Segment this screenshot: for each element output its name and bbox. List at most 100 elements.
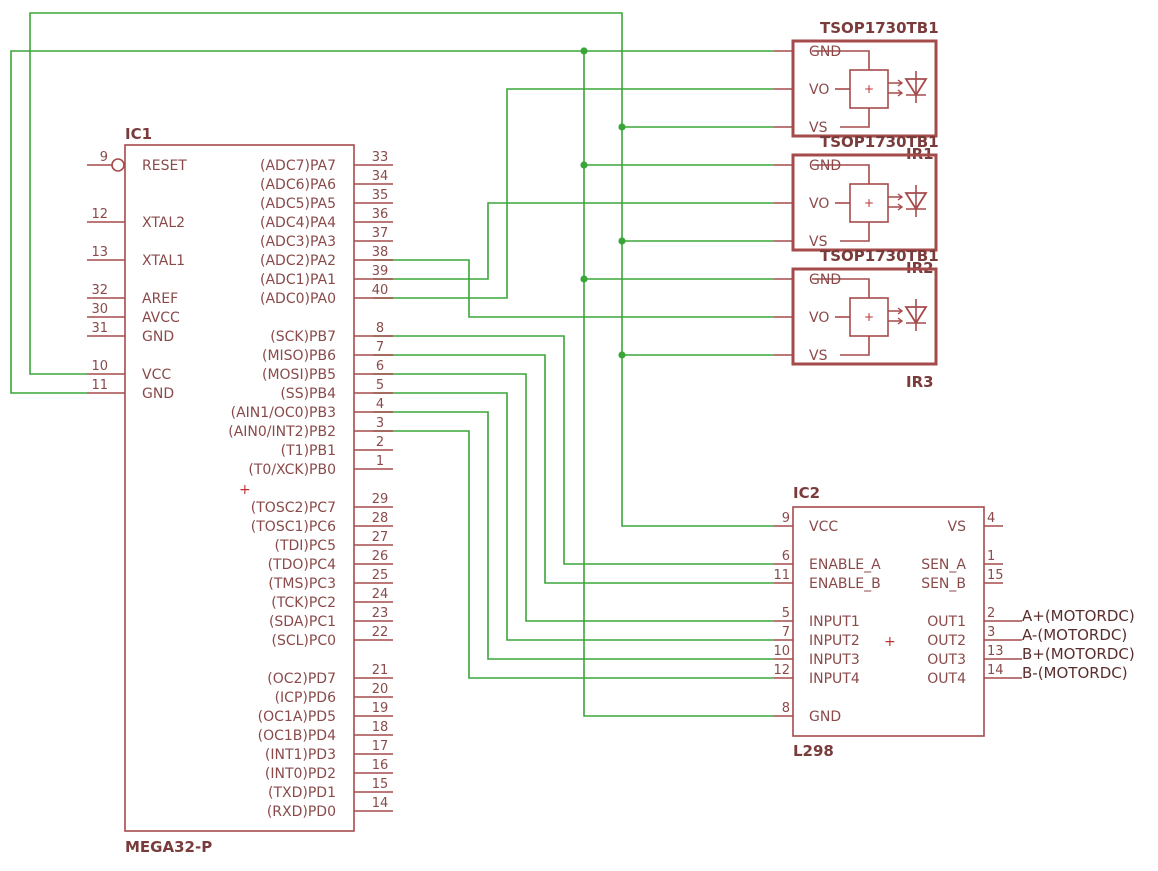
ic1-pin-name: XTAL2 <box>142 215 185 231</box>
ic1-pin-num: 33 <box>372 150 389 165</box>
ic1-pin-num: 25 <box>372 568 389 583</box>
ic1-origin-mark: + <box>239 482 251 498</box>
ic2-origin-mark: + <box>884 634 896 650</box>
ir-sensor-gnd-trace <box>812 50 870 70</box>
ic1-pin-num: 14 <box>372 796 389 811</box>
ic1-pin-name: (TDI)PC5 <box>274 538 336 554</box>
ir-sensor-origin-mark: + <box>864 82 874 96</box>
ic1-pin-name: (AIN0/INT2)PB2 <box>228 424 336 440</box>
ic2-pin-num: 14 <box>987 663 1004 678</box>
ic1-pin-name: (ADC0)PA0 <box>260 291 336 307</box>
ic2-pin-num: 12 <box>773 663 790 678</box>
ic1-pin-num: 8 <box>376 321 384 336</box>
ic1-pin-num: 11 <box>91 378 108 393</box>
ic1-pin-name: (OC1A)PD5 <box>258 709 336 725</box>
ic1-pin-num: 26 <box>372 549 389 564</box>
wires <box>10 12 774 717</box>
ic1-pin-num: 5 <box>376 378 384 393</box>
ir-sensor-vs-trace <box>840 108 870 128</box>
ic1-pin-num: 12 <box>91 207 108 222</box>
light-arrows-icon <box>888 193 904 211</box>
ic1-pin-name: (SDA)PC1 <box>269 614 336 630</box>
wire-pa0-ir1 <box>373 88 774 299</box>
ic1-pin-name: (SS)PB4 <box>280 386 336 402</box>
ic1-pin-name: (ADC7)PA7 <box>260 158 336 174</box>
ic2-pin-name: INPUT4 <box>809 671 860 687</box>
ic2-left-pins: 9VCC6ENABLE_A11ENABLE_B5INPUT17INPUT210I… <box>773 511 881 725</box>
ic1-pin-num: 31 <box>91 321 108 336</box>
net-label-a-plus: A+(MOTORDC) <box>1022 607 1135 625</box>
ic1-pin-name: (TOSC2)PC7 <box>251 500 336 516</box>
wire-pa1-ir2 <box>373 202 774 280</box>
ic1-pin-name: (ADC4)PA4 <box>260 215 336 231</box>
ic1-pin-name: (T1)PB1 <box>281 443 336 459</box>
ic1-pin-num: 2 <box>376 435 384 450</box>
ic1-pin-name: (ADC2)PA2 <box>260 253 336 269</box>
ic2-pin-num: 2 <box>987 606 995 621</box>
ic1-pin-num: 1 <box>376 454 384 469</box>
ic1-pin-num: 24 <box>372 587 389 602</box>
light-arrows-icon <box>888 307 904 325</box>
junction-dot <box>580 47 588 55</box>
ic1-right-pins: 33(ADC7)PA734(ADC6)PA635(ADC5)PA536(ADC4… <box>228 150 393 820</box>
ic2-pin-num: 9 <box>782 511 790 526</box>
wire-gnd-bus <box>583 51 774 717</box>
ic1-pin-name: (TMS)PC3 <box>268 576 336 592</box>
ic2-pin-name: OUT1 <box>927 614 966 630</box>
net-label-b-plus: B+(MOTORDC) <box>1022 645 1135 663</box>
ic1-name: IC1 <box>125 125 152 143</box>
ir-sensor-pin-name: GND <box>809 44 841 60</box>
ic1-pin-num: 4 <box>376 397 384 412</box>
ic2-pin-num: 11 <box>773 568 790 583</box>
ic1-pin-num: 27 <box>372 530 389 545</box>
wire-pb6-enable-b <box>373 354 774 584</box>
ic1-pin-name: VCC <box>142 367 171 383</box>
junction-dot <box>580 275 588 283</box>
ic1-pin-name: AVCC <box>142 310 180 326</box>
ic1-pin-name: (INT1)PD3 <box>265 747 336 763</box>
ic1-pin-num: 15 <box>372 777 389 792</box>
ic2-pin-name: ENABLE_B <box>809 576 881 592</box>
ic2-pin-name: SEN_B <box>921 576 966 592</box>
ir-sensor-pin-name: VO <box>809 310 829 326</box>
ic2-pin-num: 4 <box>987 511 995 526</box>
ic2-pin-num: 1 <box>987 549 995 564</box>
ic1-pin-name: (INT0)PD2 <box>265 766 336 782</box>
ir-sensor-vs-trace <box>840 222 870 242</box>
ic1-pin-num: 18 <box>372 720 389 735</box>
ir-sensor-vs-trace <box>840 336 870 356</box>
ic2-pin-name: OUT2 <box>927 633 966 649</box>
ic1-pin-num: 3 <box>376 416 384 431</box>
ic1-pin-num: 35 <box>372 188 389 203</box>
ic2-pin-num: 6 <box>782 549 790 564</box>
ic2-pin-name: OUT4 <box>927 671 966 687</box>
ic2-name: IC2 <box>793 484 820 502</box>
ic1-pin-num: 37 <box>372 226 389 241</box>
ic1-value: MEGA32-P <box>125 838 212 856</box>
ir-sensor-value: TSOP1730TB1 <box>820 133 939 151</box>
ic1-pin-num: 9 <box>100 150 108 165</box>
ic1-pin-name: (TDO)PC4 <box>268 557 336 573</box>
ic1-pin-name: (ADC1)PA1 <box>260 272 336 288</box>
ic1-pin-num: 34 <box>372 169 389 184</box>
ic2-pin-name: VS <box>948 519 967 535</box>
ic1-pin-num: 6 <box>376 359 384 374</box>
ic2-pin-num: 7 <box>782 625 790 640</box>
ic1-pin-name: (TCK)PC2 <box>271 595 336 611</box>
ir-sensor-pin-name: VO <box>809 82 829 98</box>
ir-sensor-pin-name: VS <box>809 120 828 136</box>
ic1-pin-name: (SCL)PC0 <box>271 633 336 649</box>
ic1-pin-name: (MISO)PB6 <box>262 348 336 364</box>
ic2-pin-num: 3 <box>987 625 995 640</box>
ic2-pin-num: 8 <box>782 701 790 716</box>
motor-net-labels: A+(MOTORDC) A-(MOTORDC) B+(MOTORDC) B-(M… <box>1022 607 1135 682</box>
ic1-pin-num: 22 <box>372 625 389 640</box>
wire-gnd <box>10 50 774 394</box>
ic2-l298: IC2 L298 + 9VCC6ENABLE_A11ENABLE_B5INPUT… <box>773 484 1022 760</box>
net-label-a-minus: A-(MOTORDC) <box>1022 626 1127 644</box>
ic1-pin-name: AREF <box>142 291 178 307</box>
